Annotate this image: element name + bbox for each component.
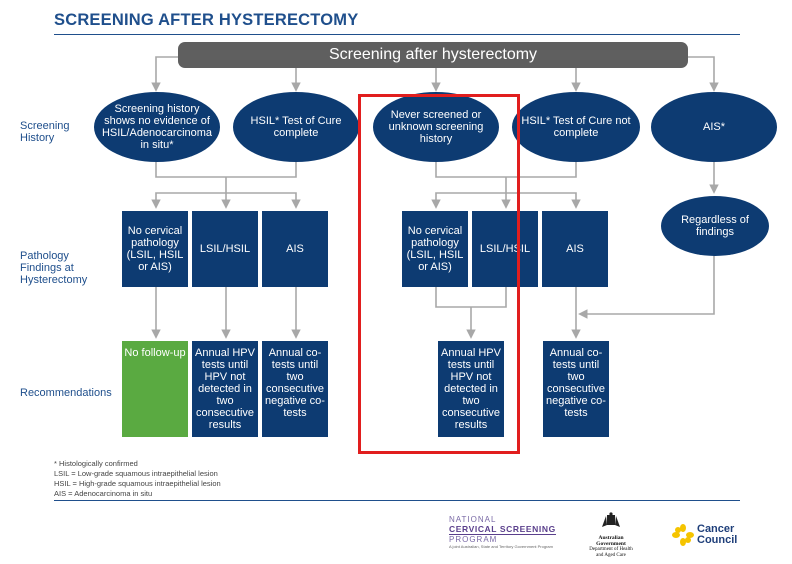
coat-of-arms-icon (602, 512, 620, 527)
flow-banner: Screening after hysterectomy (178, 42, 688, 68)
highlight-box (358, 94, 520, 454)
pathology-right-none: No cervical pathology (LSIL, HSIL or AIS… (402, 211, 468, 287)
rec-left-annual-cotests: Annual co-tests until two consecutive ne… (262, 341, 328, 437)
rec-right-annual-cotests: Annual co-tests until two consecutive ne… (543, 341, 609, 437)
history-ais: AIS* (651, 92, 777, 162)
footnote-lsil: LSIL = Low-grade squamous intraepithelia… (54, 469, 218, 478)
australian-government-logo: Australian Government Department of Heal… (585, 512, 637, 559)
history-toc-complete: HSIL* Test of Cure complete (233, 92, 359, 162)
regardless-of-findings: Regardless of findings (661, 196, 769, 256)
rec-right-annual-hpv: Annual HPV tests until HPV not detected … (438, 341, 504, 437)
footnote-histology: * Histologically confirmed (54, 459, 138, 468)
cancer-council-logo: Cancer Council (672, 524, 737, 546)
footer-divider (54, 500, 740, 501)
row-label-pathology: Pathology Findings at Hysterectomy (20, 250, 88, 286)
footnote-ais: AIS = Adenocarcinoma in situ (54, 489, 153, 498)
ncsp-logo: NATIONAL CERVICAL SCREENING PROGRAM A jo… (449, 515, 556, 549)
daffodil-icon (672, 524, 694, 546)
pathology-right-lsil-hsil: LSIL/HSIL (472, 211, 538, 287)
history-toc-not-complete: HSIL* Test of Cure not complete (512, 92, 640, 162)
pathology-right-ais: AIS (542, 211, 608, 287)
row-label-history: Screening History (20, 120, 70, 144)
pathology-left-none: No cervical pathology (LSIL, HSIL or AIS… (122, 211, 188, 287)
footnote-hsil: HSIL = High-grade squamous intraepitheli… (54, 479, 221, 488)
pathology-left-ais: AIS (262, 211, 328, 287)
history-never-screened: Never screened or unknown screening hist… (373, 92, 499, 162)
rec-left-annual-hpv: Annual HPV tests until HPV not detected … (192, 341, 258, 437)
page-title: SCREENING AFTER HYSTERECTOMY (54, 11, 359, 29)
history-no-evidence: Screening history shows no evidence of H… (94, 92, 220, 162)
pathology-left-lsil-hsil: LSIL/HSIL (192, 211, 258, 287)
row-label-recommendations: Recommendations (20, 387, 112, 399)
title-divider (54, 34, 740, 35)
rec-no-follow-up: No follow-up (122, 341, 188, 437)
